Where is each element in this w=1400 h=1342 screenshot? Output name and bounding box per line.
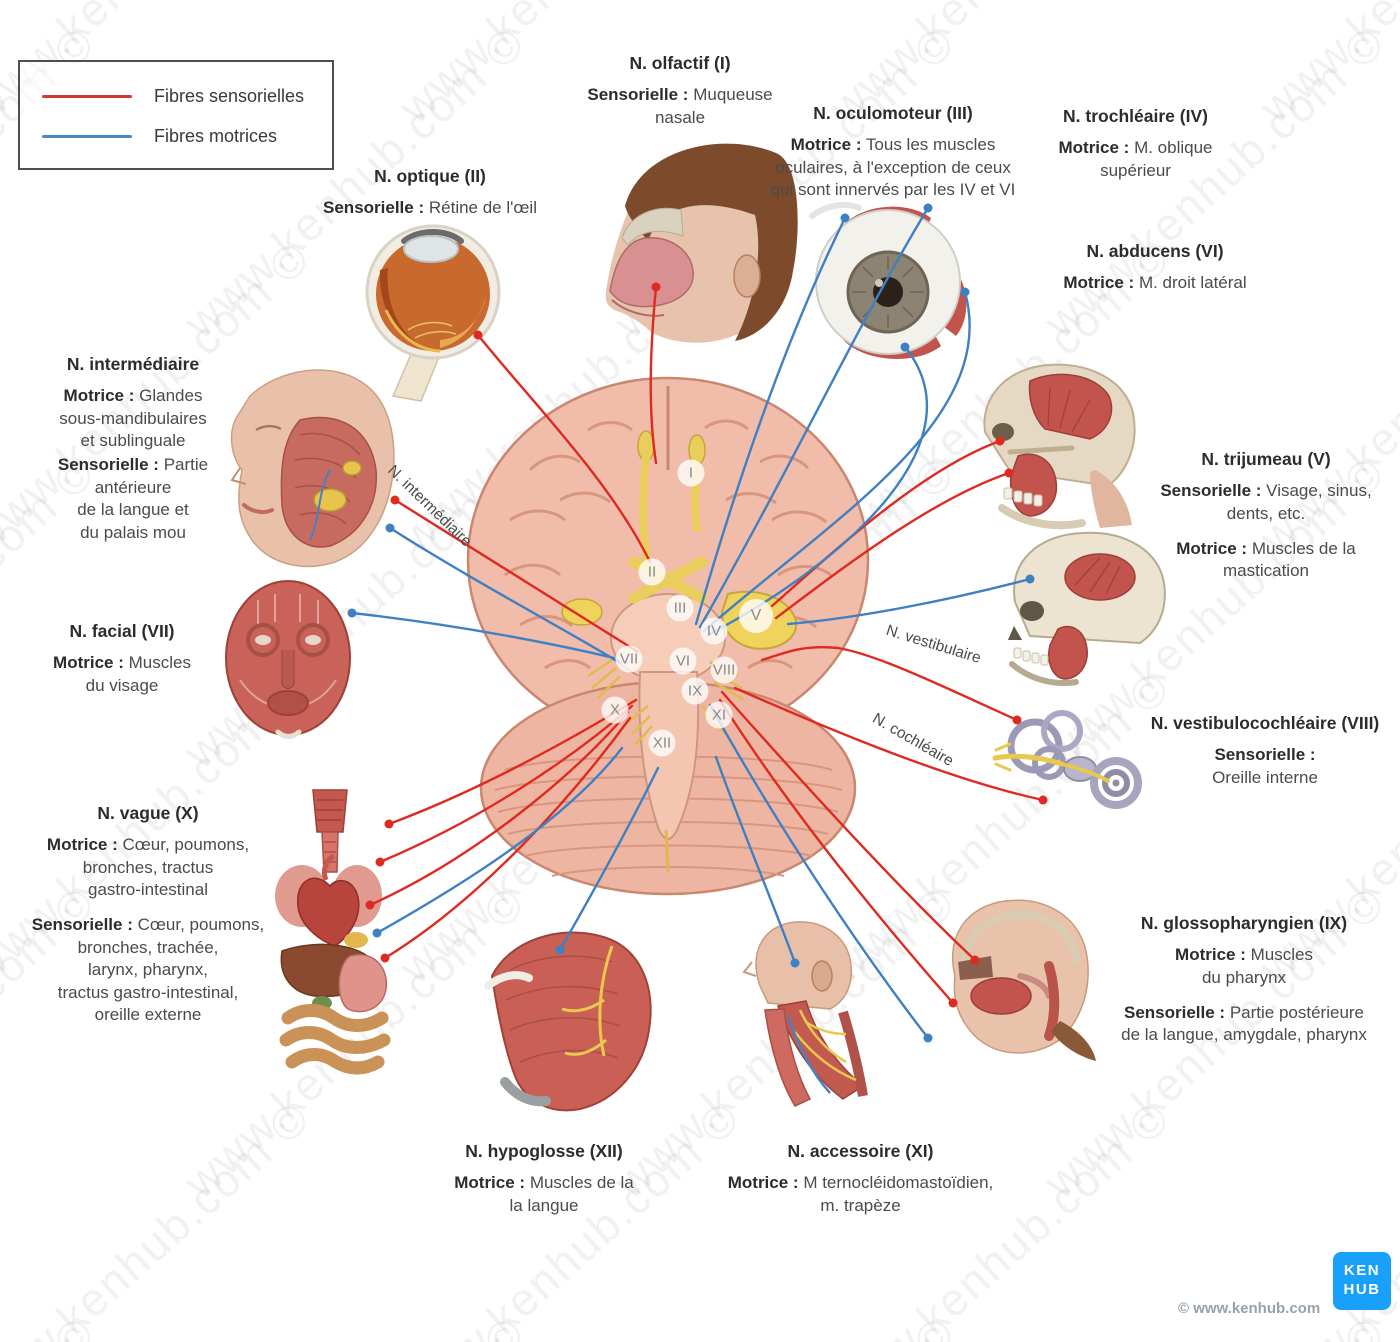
- numeral-VII: VII: [615, 645, 643, 673]
- numeral-XII: XII: [648, 729, 676, 757]
- label-title: N. hypoglosse (XII): [465, 1141, 623, 1161]
- label-n-optique: N. optique (II) Sensorielle : Rétine de …: [295, 165, 565, 220]
- label-title: N. facial (VII): [69, 621, 175, 641]
- label-n-oculomoteur: N. oculomoteur (III) Motrice : Tous les …: [743, 102, 1043, 201]
- skull-illustration: [1008, 531, 1166, 686]
- numeral-II: II: [638, 558, 666, 586]
- label-n-vague: N. vague (X) Motrice : Cœur, poumons, br…: [12, 802, 284, 1027]
- label-section: Sensorielle : Muqueuse nasale: [587, 85, 773, 127]
- label-n-facial: N. facial (VII) Motrice : Muscles du vis…: [22, 620, 222, 697]
- numeral-VI: VI: [669, 647, 697, 675]
- eyeball-muscles-illustration: [809, 201, 967, 359]
- label-title: N. optique (II): [374, 166, 486, 186]
- numeral-III: III: [666, 594, 694, 622]
- label-title: N. accessoire (XI): [787, 1141, 934, 1161]
- label-n-accessoire: N. accessoire (XI) Motrice : M ternocléi…: [688, 1140, 1033, 1217]
- numeral-IX: IX: [681, 677, 709, 705]
- numeral-X: X: [601, 696, 629, 724]
- label-title: N. olfactif (I): [629, 53, 731, 73]
- label-n-olfactif: N. olfactif (I) Sensorielle : Muqueuse n…: [540, 52, 820, 129]
- vagus-organs-illustration: [275, 789, 391, 1075]
- numeral-XI: XI: [705, 701, 733, 729]
- label-title: N. abducens (VI): [1086, 241, 1224, 261]
- motor-line-dots: [347, 203, 1035, 1043]
- kenhub-logo[interactable]: KEN HUB: [1333, 1252, 1391, 1310]
- label-section: Motrice : Muscles du visage: [53, 653, 191, 695]
- label-title: N. vestibulocochléaire (VIII): [1150, 713, 1380, 733]
- label-n-vestibulocochleaire: N. vestibulocochléaire (VIII) Sensoriell…: [1133, 712, 1397, 789]
- logo-text-line: HUB: [1343, 1281, 1381, 1298]
- mastication-head-illustration: [983, 363, 1136, 530]
- label-title: N. trochléaire (IV): [1063, 106, 1208, 126]
- label-section: Motrice : Glandes sous-mandibulaires et …: [59, 386, 207, 450]
- label-section: Motrice : Muscles de la mastication: [1176, 538, 1356, 581]
- dissected-face-illustration: [230, 369, 395, 568]
- label-n-trochleaire: N. trochléaire (IV) Motrice : M. oblique…: [1028, 105, 1243, 182]
- legend-label: Fibres sensorielles: [154, 86, 305, 106]
- label-section: Sensorielle : Rétine de l'œil: [323, 198, 537, 218]
- tongue-muscles-illustration: [484, 931, 652, 1112]
- label-section: Motrice : M. oblique supérieur: [1058, 138, 1213, 180]
- legend-label: Fibres motrices: [154, 126, 278, 146]
- label-section: Motrice : Tous les muscles oculaires, à …: [770, 135, 1016, 199]
- label-title: N. oculomoteur (III): [813, 103, 973, 123]
- neck-muscles-illustration: [742, 921, 868, 1107]
- label-title: N. glossopharyngien (IX): [1140, 913, 1348, 933]
- numeral-V: V: [739, 599, 773, 633]
- numeral-I: I: [677, 459, 705, 487]
- brain-illustration: [466, 376, 870, 896]
- label-section: Sensorielle : Cœur, poumons, bronches, t…: [31, 915, 265, 1025]
- logo-text-line: KEN: [1343, 1262, 1381, 1280]
- legend-row-motor: Fibres motrices: [42, 126, 277, 147]
- motor-fiber-lines: [350, 206, 1032, 1040]
- label-n-intermediaire: N. intermédiaire Motrice : Glandes sous-…: [18, 353, 248, 544]
- sagittal-head-illustration: [951, 899, 1096, 1061]
- sensory-line-swatch: [42, 95, 132, 98]
- legend-box: Fibres sensorielles Fibres motrices: [18, 60, 334, 170]
- legend-row-sensory: Fibres sensorielles: [42, 86, 304, 107]
- label-section: Sensorielle : Partie postérieure de la l…: [1121, 1002, 1367, 1045]
- numeral-IV: IV: [700, 617, 728, 645]
- facial-muscles-illustration: [225, 580, 351, 739]
- label-section: Motrice : M ternocléidomastoïdien, m. tr…: [727, 1173, 994, 1215]
- label-section: Motrice : Muscles du pharynx: [1175, 945, 1313, 987]
- label-section: Sensorielle : Visage, sinus, dents, etc.: [1160, 481, 1372, 523]
- motor-line-swatch: [42, 135, 132, 138]
- label-n-glossopharyngien: N. glossopharyngien (IX) Motrice : Muscl…: [1098, 912, 1390, 1047]
- inner-ear-illustration: [992, 710, 1142, 809]
- label-title: N. vague (X): [97, 803, 199, 823]
- label-section: Motrice : M. droit latéral: [1063, 273, 1247, 293]
- label-section: Sensorielle : Partie antérieure de la la…: [57, 455, 209, 542]
- label-section: Motrice : Muscles de la la langue: [454, 1173, 634, 1215]
- copyright-text: © www.kenhub.com: [1178, 1300, 1321, 1317]
- label-n-abducens: N. abducens (VI) Motrice : M. droit laté…: [1025, 240, 1285, 295]
- label-title: N. trijumeau (V): [1201, 449, 1331, 469]
- label-title: N. intermédiaire: [66, 354, 200, 374]
- label-section: Motrice : Cœur, poumons, bronches, tract…: [46, 835, 250, 899]
- label-section: Sensorielle : Oreille interne: [1212, 745, 1318, 787]
- eye-cross-section-illustration: [365, 224, 501, 402]
- label-n-trijumeau: N. trijumeau (V) Sensorielle : Visage, s…: [1140, 448, 1392, 583]
- olfactory-face-illustration: [605, 143, 798, 343]
- sensory-line-dots: [365, 282, 1048, 1008]
- numeral-VIII: VIII: [710, 656, 738, 684]
- sensory-fiber-lines: [368, 285, 1045, 1005]
- label-n-hypoglosse: N. hypoglosse (XII) Motrice : Muscles de…: [418, 1140, 670, 1217]
